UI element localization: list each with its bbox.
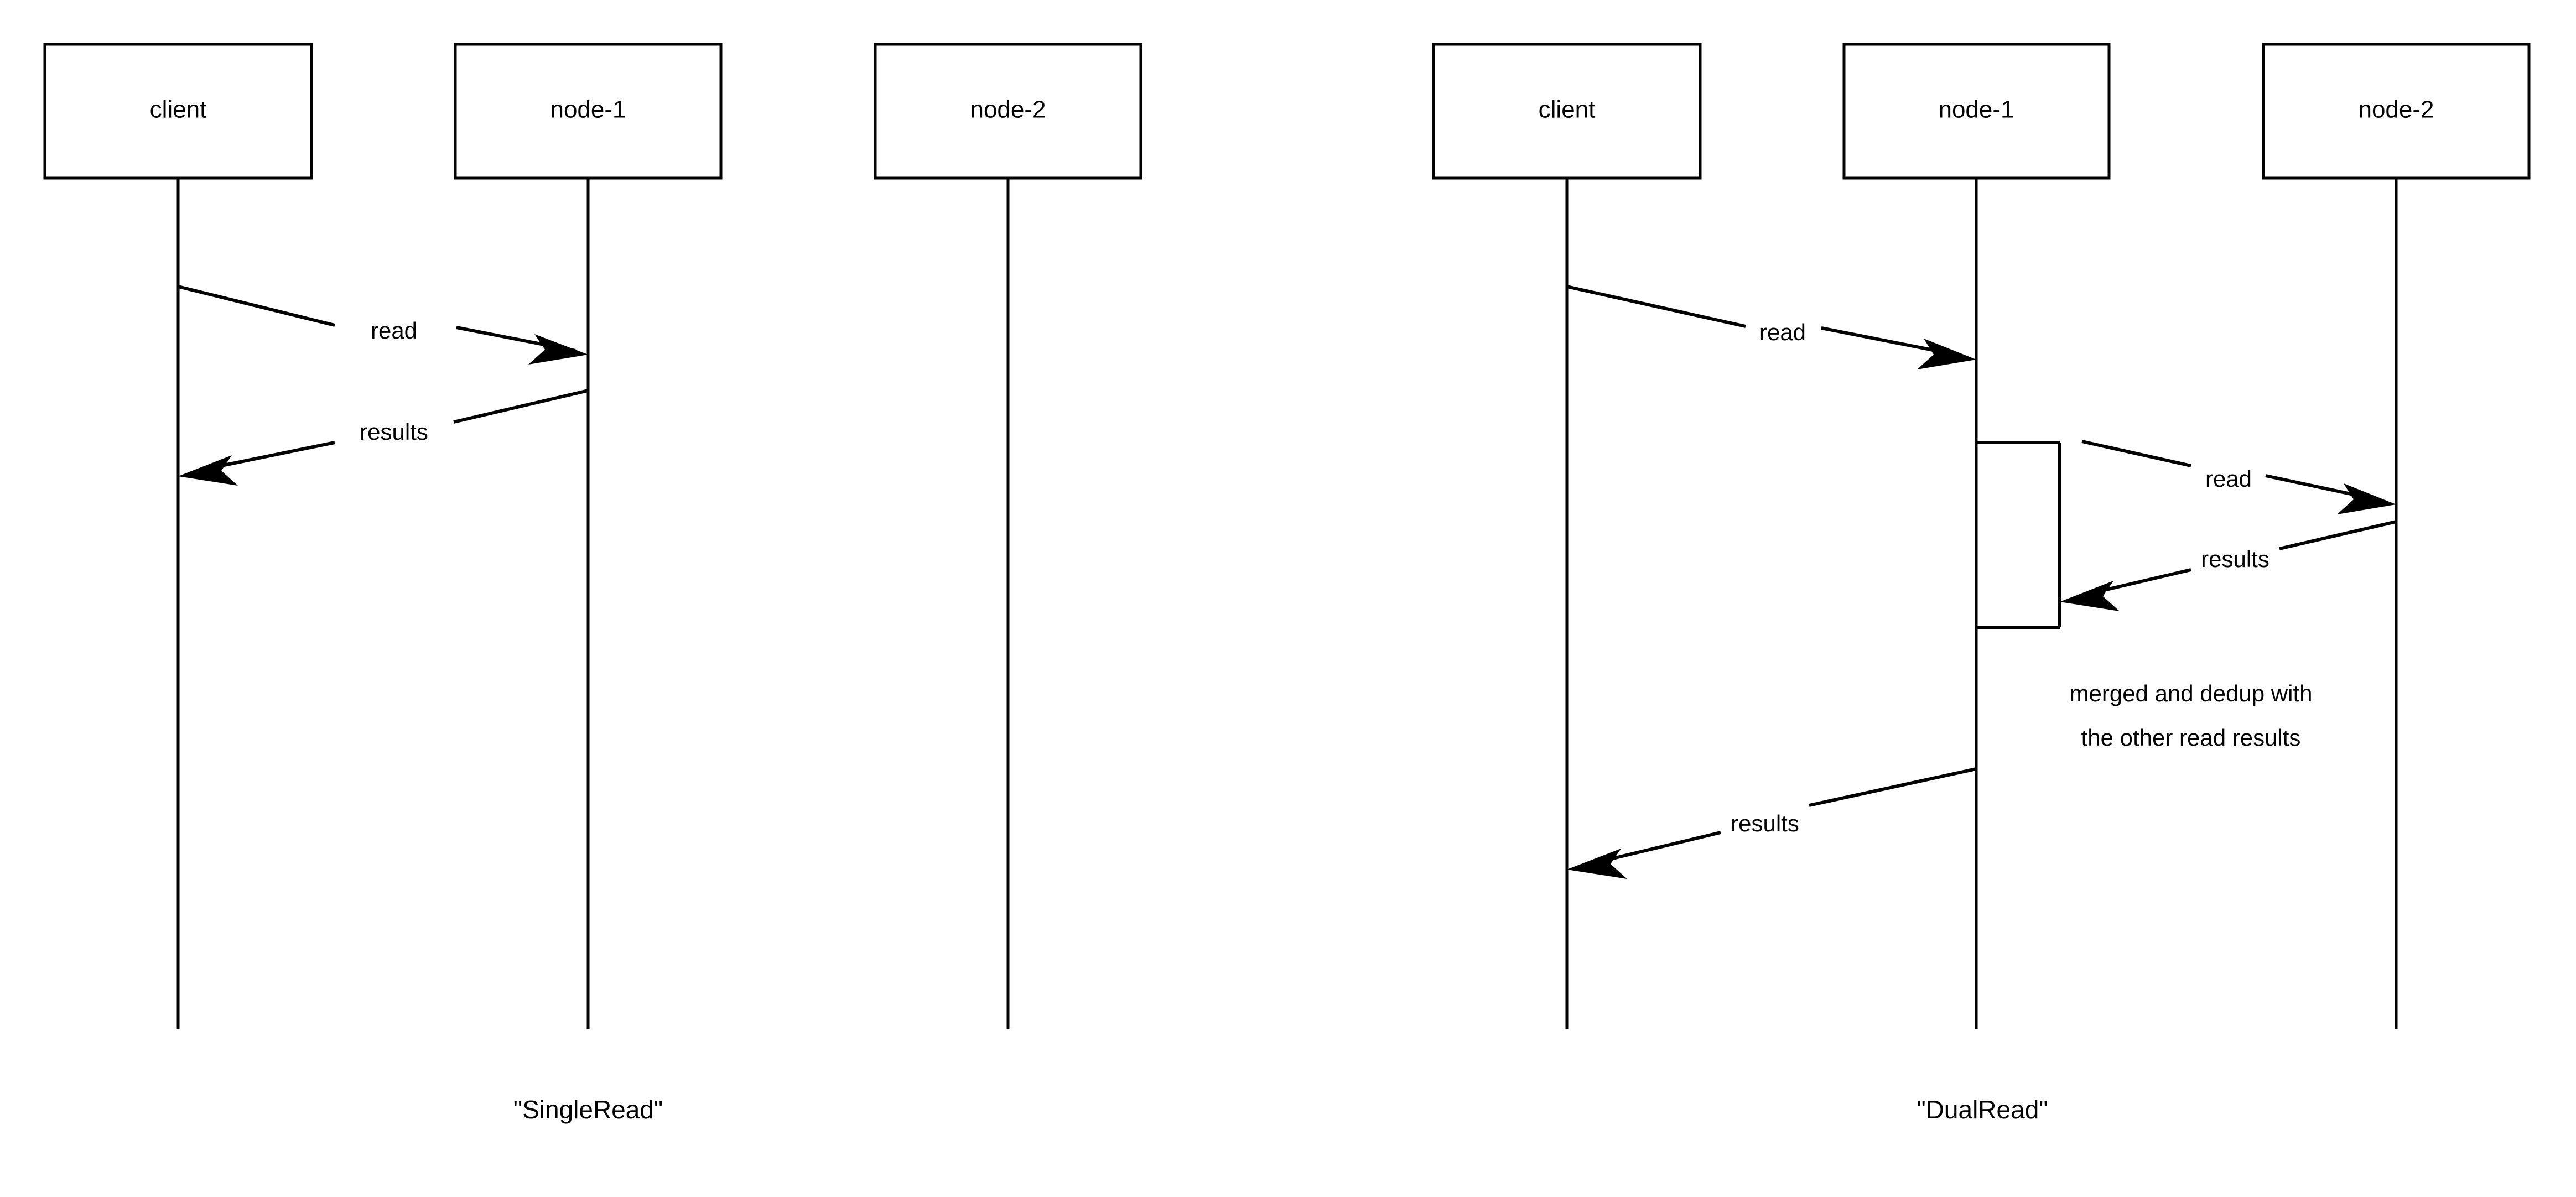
arrow-head-icon <box>2337 483 2396 514</box>
message-read-node-1-to-node-2[interactable]: read <box>2081 440 2396 514</box>
arrow-head-icon <box>528 334 588 365</box>
participant-box-client[interactable] <box>43 43 313 180</box>
message-label-results: results <box>360 419 428 445</box>
participant-node-1[interactable]: node-1 <box>1842 43 2111 180</box>
participant-client[interactable]: client <box>1432 43 1702 180</box>
participant-box-node-2[interactable] <box>2262 43 2531 180</box>
message-line-segment-left <box>2081 440 2191 467</box>
diagram-dual-read: client node-1 node-2 <box>1432 43 2531 1124</box>
arrow-head-icon <box>1567 849 1627 879</box>
message-line-segment-right <box>1809 767 1977 807</box>
arrow-head-icon <box>178 455 238 486</box>
message-label-read: read <box>2205 466 2252 492</box>
message-read-client-to-node-1[interactable]: read <box>1566 285 1976 369</box>
participant-box-node-2[interactable] <box>874 43 1142 180</box>
participant-client[interactable]: client <box>43 43 313 180</box>
message-label-read: read <box>1759 319 1806 345</box>
participant-label-node-1: node-1 <box>1938 96 2014 123</box>
participant-label-node-2: node-2 <box>970 96 1046 123</box>
message-label-results: results <box>2201 546 2269 572</box>
note-merged-dedup: merged and dedup with the other read res… <box>2070 680 2313 751</box>
diagram-title-dual-read: "DualRead" <box>1917 1095 2048 1124</box>
participant-label-client: client <box>1539 96 1596 123</box>
participant-box-node-1[interactable] <box>1842 43 2111 180</box>
message-line-segment-left <box>1566 285 1746 328</box>
participant-node-2[interactable]: node-2 <box>874 43 1142 180</box>
diagram-single-read: client node-1 node-2 read <box>43 43 1142 1124</box>
message-label-results: results <box>1731 810 1799 836</box>
diagram-title-single-read: "SingleRead" <box>513 1095 663 1124</box>
participant-node-2[interactable]: node-2 <box>2262 43 2531 180</box>
arrow-head-icon <box>2060 581 2120 611</box>
message-results-node-1-to-client[interactable]: results <box>178 389 589 486</box>
message-line-segment-right <box>2279 520 2397 550</box>
message-results-node-2-to-node-1[interactable]: results <box>2060 520 2397 611</box>
arrow-head-icon <box>1917 339 1976 369</box>
participant-label-node-1: node-1 <box>550 96 626 123</box>
message-line-segment-left <box>221 441 335 467</box>
participant-label-node-2: node-2 <box>2358 96 2434 123</box>
message-line-segment-left <box>2096 568 2191 594</box>
note-line-2: the other read results <box>2081 725 2301 751</box>
participant-box-node-1[interactable] <box>454 43 723 180</box>
message-line-segment-left <box>1612 831 1721 860</box>
participant-box-client[interactable] <box>1432 43 1702 180</box>
participant-label-client: client <box>150 96 207 123</box>
participant-node-1[interactable]: node-1 <box>454 43 723 180</box>
message-results-node-1-to-client[interactable]: results <box>1567 767 1977 879</box>
message-read-client-to-node-1[interactable]: read <box>178 285 588 365</box>
message-label-read: read <box>371 318 417 344</box>
note-line-1: merged and dedup with <box>2070 680 2313 706</box>
message-line-segment-right <box>453 389 589 424</box>
message-line-segment-left <box>178 285 335 327</box>
activation-bar-node-1 <box>1976 441 2061 629</box>
